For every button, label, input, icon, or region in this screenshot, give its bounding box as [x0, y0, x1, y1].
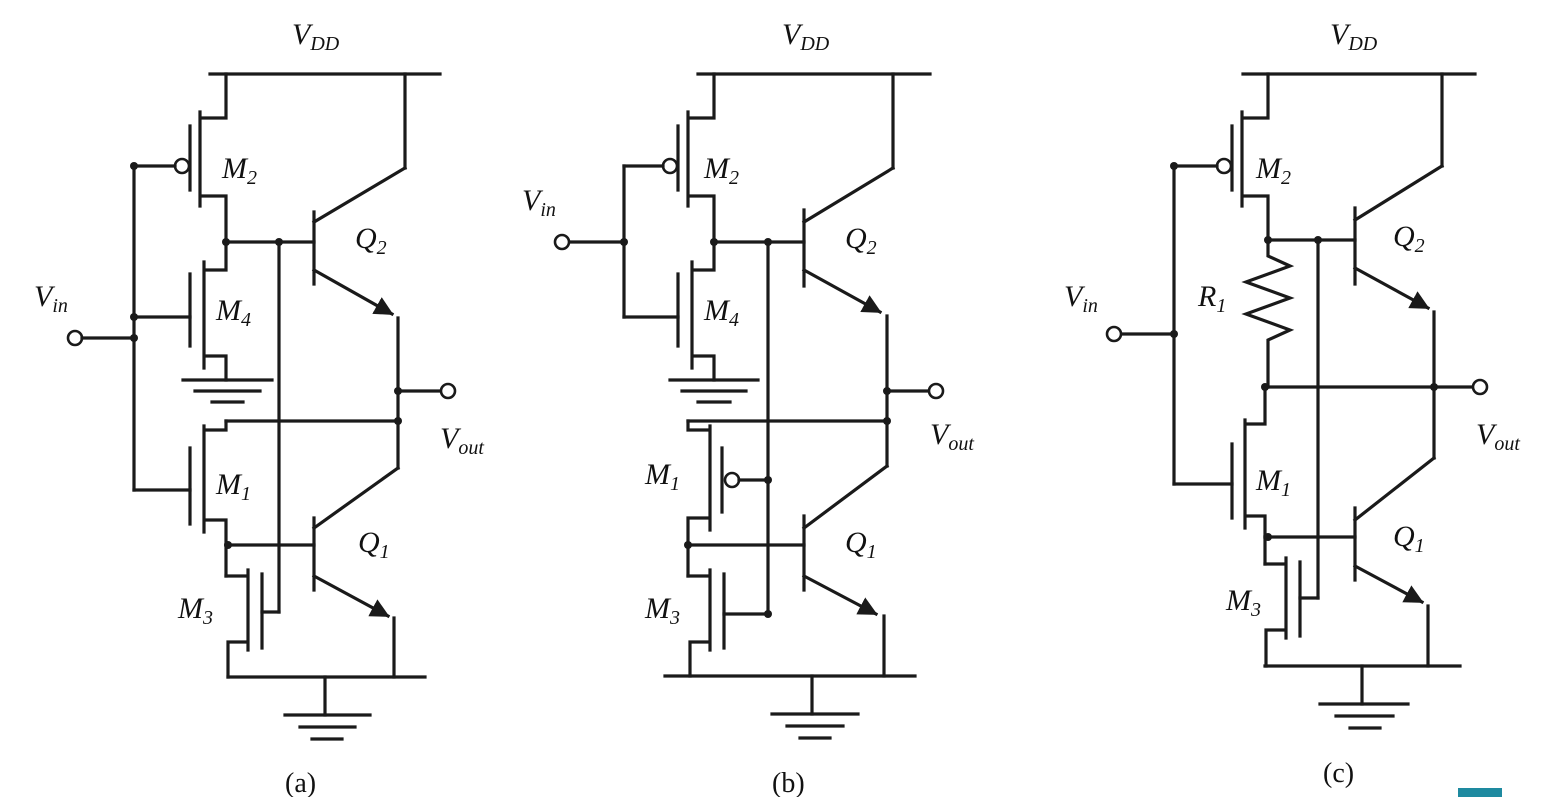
vout-label-b: Vout	[930, 418, 974, 455]
m2-label-b: M2	[703, 152, 739, 189]
m3-label-c: M3	[1225, 584, 1261, 621]
vout-label-a: Vout	[440, 422, 484, 459]
q1-label-c: Q1	[1393, 520, 1425, 557]
m1-label-a: M1	[215, 468, 251, 505]
vdd-label-b: VDD	[782, 18, 830, 55]
m3-transistor-b	[686, 568, 712, 678]
panel-b: VDD Vin Vout M2 M4 M1 M3 Q2 Q1 (b)	[522, 18, 974, 797]
vout-terminal-b	[927, 382, 945, 400]
caption-b: (b)	[772, 768, 805, 797]
vin-terminal-a	[66, 329, 84, 347]
vout-terminal-a	[439, 382, 457, 400]
vin-label-c: Vin	[1064, 280, 1098, 317]
q1-label-b: Q1	[845, 526, 877, 563]
m2-transistor-c	[1240, 72, 1270, 244]
m4-transistor-b	[690, 240, 716, 382]
q1-label-a: Q1	[358, 526, 390, 563]
m2-label-c: M2	[1255, 152, 1291, 189]
vin-label-b: Vin	[522, 184, 556, 221]
vin-terminal-b	[553, 233, 571, 251]
r1-resistor-c	[1241, 240, 1295, 389]
q2-label-a: Q2	[355, 222, 387, 259]
q2-label-c: Q2	[1393, 220, 1425, 257]
m4-transistor-a	[202, 240, 228, 382]
m3-label-a: M3	[177, 592, 213, 629]
m1-transistor-c	[1243, 385, 1267, 539]
q2-label-b: Q2	[845, 222, 877, 259]
r1-label-c: R1	[1197, 280, 1226, 317]
m3-transistor-c	[1263, 556, 1288, 668]
vin-label-a: Vin	[34, 280, 68, 317]
caption-a: (a)	[285, 768, 316, 797]
vout-terminal-c	[1471, 378, 1489, 396]
caption-c: (c)	[1323, 758, 1354, 789]
m2-transistor-b	[686, 72, 716, 244]
vdd-label-a: VDD	[292, 18, 340, 55]
m1-label-b: M1	[644, 458, 680, 495]
m1-transistor-b	[686, 419, 712, 547]
panel-c: VDD Vin Vout M2 R1 M1 M3 Q2 Q1 (c)	[1064, 18, 1520, 789]
vout-label-c: Vout	[1476, 418, 1520, 455]
vdd-label-c: VDD	[1330, 18, 1378, 55]
m4-label-a: M4	[215, 294, 251, 331]
m2-transistor-a	[198, 72, 228, 244]
m1-transistor-a	[202, 419, 228, 547]
m3-label-b: M3	[644, 592, 680, 629]
panel-a: VDD Vin Vout M2 M4 M1 M3 Q2 Q1 (a)	[34, 18, 484, 797]
vin-terminal-c	[1105, 325, 1123, 343]
corner-mark	[1458, 788, 1502, 797]
m2-label-a: M2	[221, 152, 257, 189]
m3-transistor-a	[224, 568, 250, 679]
m1-label-c: M1	[1255, 464, 1291, 501]
m4-label-b: M4	[703, 294, 739, 331]
